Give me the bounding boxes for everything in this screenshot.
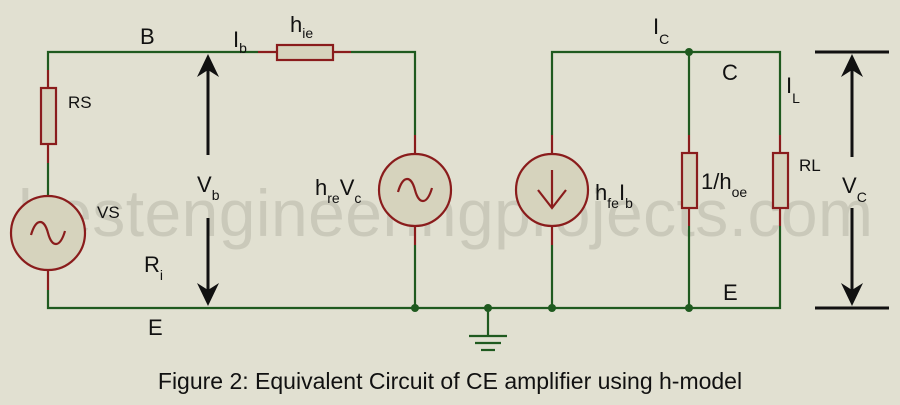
emitter-node-label-right: E: [723, 280, 738, 305]
base-node-label: B: [140, 24, 155, 49]
vb-label: Vb: [197, 172, 220, 203]
vb-arrow: [197, 54, 219, 306]
vs-label: VS: [97, 203, 120, 222]
hoe-resistor: [680, 151, 699, 210]
ib-label: Ib: [233, 27, 247, 56]
junction-dot: [685, 304, 693, 312]
figure-caption: Figure 2: Equivalent Circuit of CE ampli…: [158, 368, 742, 394]
output-wires: [550, 50, 782, 308]
hie-resistor: [275, 43, 335, 62]
rs-label: RS: [68, 93, 92, 112]
ri-label: Ri: [144, 252, 163, 283]
hoe-label: 1/hoe: [701, 169, 747, 200]
emitter-node-label-left: E: [148, 315, 163, 340]
rl-resistor: [771, 151, 790, 210]
hre-vc-label: hreVc: [315, 175, 361, 206]
hfe-ib-current-source: [514, 152, 590, 228]
rl-label: RL: [799, 156, 821, 175]
vc-arrow: [815, 50, 889, 310]
vs-ac-source: [9, 194, 87, 272]
junction-dot: [685, 48, 693, 56]
ic-label: IC: [653, 14, 669, 47]
junction-dot: [411, 304, 419, 312]
il-label: IL: [786, 73, 800, 106]
hre-vc-voltage-source: [377, 152, 453, 228]
junction-dot: [548, 304, 556, 312]
vc-label: VC: [842, 173, 867, 205]
hfe-ib-label: hfeIb: [595, 180, 633, 211]
rs-resistor: [39, 86, 58, 146]
hie-label: hie: [290, 12, 313, 41]
collector-node-label: C: [722, 60, 738, 85]
ground-icon: [469, 308, 507, 352]
